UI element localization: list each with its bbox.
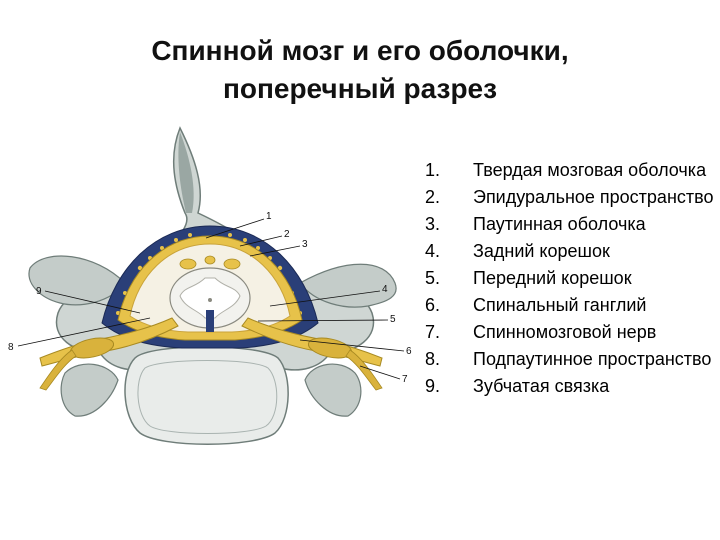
legend-text: Подпаутинное пространство [473, 349, 711, 369]
legend-number: 3. [425, 214, 440, 235]
legend-item: 2. Эпидуральное пространство [425, 187, 715, 208]
legend-number: 6. [425, 295, 440, 316]
callout-9: 9 [36, 286, 42, 297]
legend-text: Зубчатая связка [473, 376, 609, 396]
legend-number: 2. [425, 187, 440, 208]
legend-number: 7. [425, 322, 440, 343]
legend-number: 8. [425, 349, 440, 370]
vertebral-body [125, 347, 288, 445]
legend-text: Паутинная оболочка [473, 214, 646, 234]
legend-item: 7. Спинномозговой нерв [425, 322, 715, 343]
legend-item: 9. Зубчатая связка [425, 376, 715, 397]
anterior-fissure [206, 310, 214, 332]
legend-item: 8. Подпаутинное пространство [425, 349, 715, 370]
legend-item: 1. Твердая мозговая оболочка [425, 160, 715, 181]
callout-1: 1 [266, 211, 272, 222]
legend-text: Спинальный ганглий [473, 295, 646, 315]
callout-6: 6 [406, 346, 412, 357]
legend-text: Спинномозговой нерв [473, 322, 656, 342]
legend-item: 6. Спинальный ганглий [425, 295, 715, 316]
slide-title: Спинной мозг и его оболочки, поперечный … [0, 32, 720, 108]
legend-number: 5. [425, 268, 440, 289]
legend-item: 4. Задний корешок [425, 241, 715, 262]
articular-process-left [61, 364, 118, 416]
title-line-2: поперечный разрез [0, 70, 720, 108]
legend-item: 5. Передний корешок [425, 268, 715, 289]
central-canal [208, 298, 212, 302]
articular-process-right [305, 364, 361, 416]
callout-7: 7 [402, 374, 408, 385]
legend-item: 3. Паутинная оболочка [425, 214, 715, 235]
callout-5: 5 [390, 314, 396, 325]
legend-number: 9. [425, 376, 440, 397]
legend-text: Эпидуральное пространство [473, 187, 714, 207]
callout-4: 4 [382, 284, 388, 295]
legend-text: Задний корешок [473, 241, 610, 261]
legend-number: 4. [425, 241, 440, 262]
callout-3: 3 [302, 239, 308, 250]
legend-text: Твердая мозговая оболочка [473, 160, 706, 180]
legend-list: 1. Твердая мозговая оболочка 2. Эпидуральн… [425, 160, 715, 403]
title-line-1: Спинной мозг и его оболочки, [0, 32, 720, 70]
callout-8: 8 [8, 342, 14, 353]
spinal-cord-cross-section-illustration: 1 2 3 4 5 6 7 8 9 [0, 118, 425, 478]
callout-2: 2 [284, 229, 290, 240]
legend-number: 1. [425, 160, 440, 181]
legend-text: Передний корешок [473, 268, 632, 288]
